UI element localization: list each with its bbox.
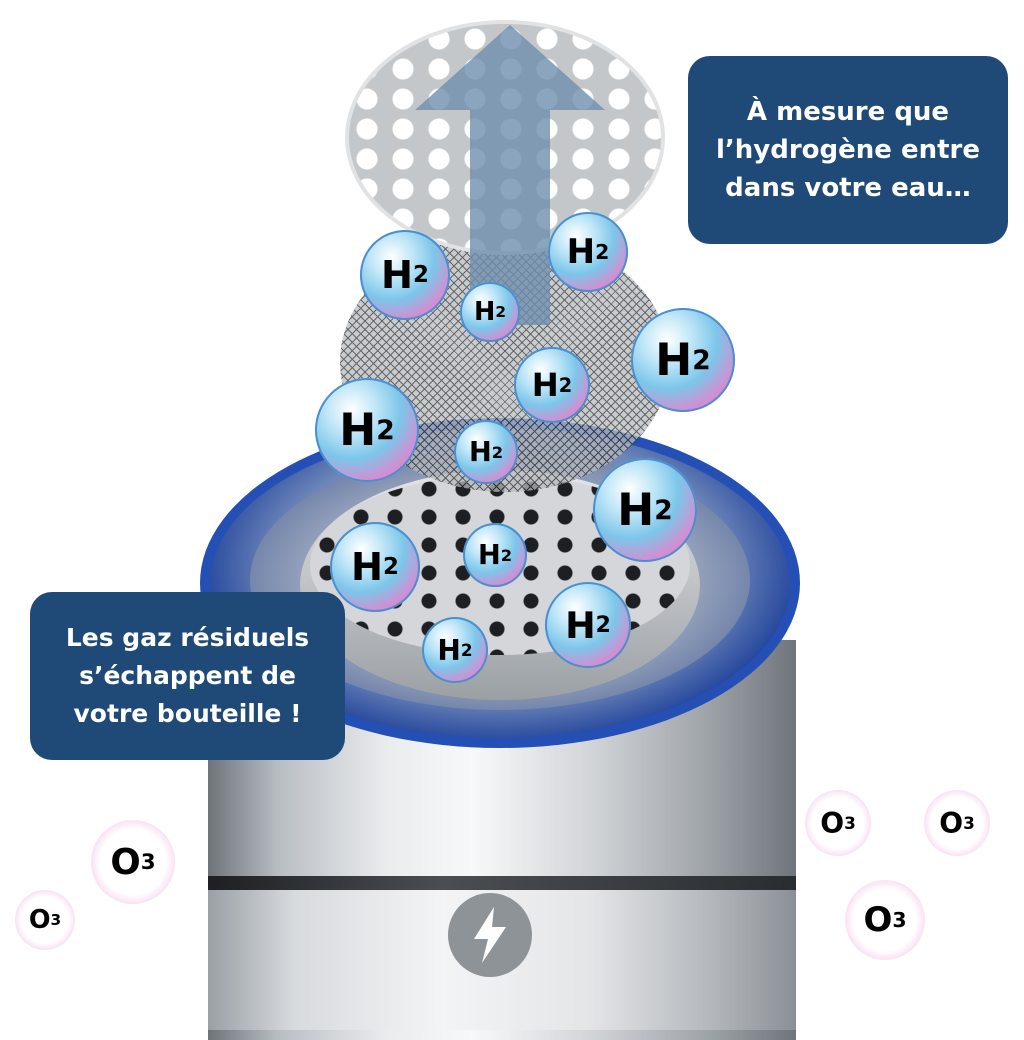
molecule-symbol: H	[566, 232, 596, 272]
molecule-subscript: 3	[892, 908, 907, 932]
molecule-symbol: O	[939, 806, 964, 840]
molecule-subscript: 2	[495, 303, 506, 321]
molecule-subscript: 2	[654, 494, 673, 526]
molecule-symbol: O	[28, 905, 51, 935]
molecule-symbol: H	[531, 366, 559, 404]
bottle-band	[208, 876, 796, 890]
up-arrow-icon	[415, 25, 605, 325]
molecule-subscript: 3	[844, 813, 856, 833]
callout-residual-gas: Les gaz résiduels s’échappent de votre b…	[30, 592, 345, 760]
molecule-subscript: 2	[491, 442, 504, 462]
molecule-symbol: O	[820, 806, 845, 840]
lightning-bolt-icon	[474, 907, 506, 963]
molecule-subscript: 2	[460, 640, 473, 660]
molecule-symbol: H	[339, 404, 377, 456]
molecule-subscript: 2	[558, 373, 573, 397]
molecule-symbol: O	[863, 900, 893, 940]
molecule-symbol: H	[617, 484, 655, 536]
molecule-subscript: 2	[692, 344, 711, 376]
molecule-subscript: 2	[595, 240, 610, 264]
molecule-symbol: H	[477, 539, 501, 571]
molecule-symbol: H	[565, 603, 596, 647]
molecule-symbol: H	[474, 297, 496, 327]
callout-hydrogen-enters: À mesure que l’hydrogène entre dans votr…	[688, 56, 1008, 244]
molecule-subscript: 3	[963, 813, 975, 833]
molecule-subscript: 2	[376, 414, 395, 446]
molecule-subscript: 2	[500, 545, 513, 565]
molecule-symbol: H	[655, 334, 693, 386]
callout-text: Les gaz résiduels s’échappent de votre b…	[65, 623, 310, 728]
callout-text: À mesure que l’hydrogène entre dans votr…	[715, 97, 980, 203]
molecule-symbol: O	[110, 841, 141, 883]
molecule-symbol: H	[437, 633, 461, 667]
molecule-subscript: 3	[50, 911, 62, 929]
molecule-subscript: 3	[140, 849, 156, 875]
molecule-subscript: 2	[383, 554, 399, 580]
molecule-subscript: 2	[595, 612, 611, 638]
molecule-subscript: 2	[413, 262, 429, 288]
molecule-symbol: H	[381, 252, 414, 298]
molecule-symbol: H	[351, 544, 384, 590]
power-button	[448, 893, 532, 977]
molecule-symbol: H	[468, 436, 492, 468]
